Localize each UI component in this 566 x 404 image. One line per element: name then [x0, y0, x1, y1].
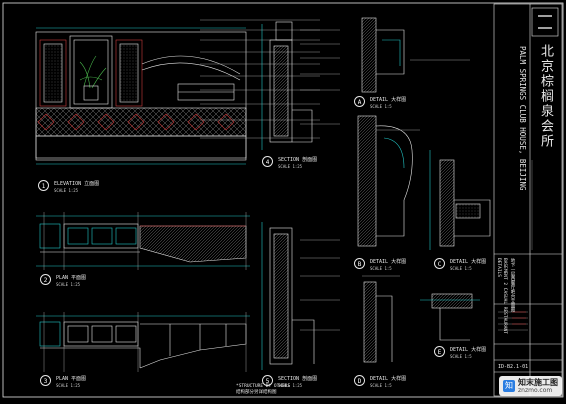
watermark-url: znzmo.com: [518, 387, 553, 394]
section-view-5: [261, 222, 340, 370]
sheet-number: ID-B2.1-01: [498, 364, 529, 370]
detail-bubble-e: E: [434, 346, 445, 357]
view-number-2: 2: [40, 274, 51, 285]
detail-bubble-b: B: [354, 258, 365, 269]
detail-a-scale: SCALE 1:5: [370, 104, 392, 109]
sheet-title-en-2: DETAILS: [496, 258, 501, 277]
title-block: [493, 3, 563, 397]
detail-d-scale: SCALE 1:5: [370, 383, 392, 388]
project-name-en: PALM SPRINGS CLUB HOUSE, BEIJING: [518, 46, 527, 191]
elevation-title: ELEVATION 立面图: [54, 181, 100, 187]
detail-e-scale: SCALE 1:5: [450, 354, 472, 359]
detail-a-title: DETAIL 大样图: [370, 97, 407, 103]
view-number-5: 5: [262, 375, 273, 386]
watermark-badge: 知 知末施工图 znzmo.com: [499, 376, 562, 396]
elevation-view: [35, 19, 320, 165]
plan-3-title: PLAN 平面图: [56, 376, 87, 382]
detail-b: [357, 115, 420, 247]
detail-b-title: DETAIL 大样图: [370, 259, 407, 265]
detail-e: [420, 293, 480, 341]
detail-bubble-a: A: [354, 96, 365, 107]
sheet-title-cn: 地下一层西餐厅吧台立面图: [510, 258, 515, 312]
detail-a: [361, 17, 470, 93]
view-number-3: 3: [40, 375, 51, 386]
detail-d: [362, 275, 400, 363]
sheet-title-en: BASEMENT 2 CASUAL RESTAURANT: [502, 258, 507, 334]
detail-c: [429, 150, 491, 250]
plan-view-2: [36, 212, 250, 270]
plan-2-scale: SCALE 1:25: [56, 282, 81, 287]
detail-c-scale: SCALE 1:5: [450, 266, 472, 271]
detail-e-title: DETAIL 大样图: [450, 347, 487, 353]
view-number-1: 1: [38, 180, 49, 191]
detail-bubble-c: C: [434, 258, 445, 269]
znzmo-logo-icon: 知: [503, 380, 515, 392]
detail-b-scale: SCALE 1:5: [370, 266, 392, 271]
plan-2-title: PLAN 平面图: [56, 275, 87, 281]
detail-bubble-d: D: [354, 375, 365, 386]
elevation-scale: SCALE 1:25: [54, 188, 79, 193]
detail-c-title: DETAIL 大样图: [450, 259, 487, 265]
plan-3-scale: SCALE 1:25: [56, 383, 81, 388]
structure-note-cn: 结构部分另详结构图: [236, 390, 277, 395]
detail-d-title: DETAIL 大样图: [370, 376, 407, 382]
section-4-title: SECTION 剖面图: [278, 157, 318, 163]
project-name-cn: 北京棕榈泉会所: [538, 44, 553, 149]
structure-note-en: *STRUCTURE BY OTHERS: [236, 384, 291, 389]
section-5-scale: SCALE 1:25: [278, 383, 303, 388]
section-5-title: SECTION 剖面图: [278, 376, 318, 382]
plan-view-3: [36, 312, 250, 372]
view-number-4: 4: [262, 156, 273, 167]
sheet-border: [2, 2, 564, 398]
section-4-scale: SCALE 1:25: [278, 164, 303, 169]
section-view-4: [261, 21, 340, 150]
watermark-name: 知末施工图: [518, 378, 558, 387]
